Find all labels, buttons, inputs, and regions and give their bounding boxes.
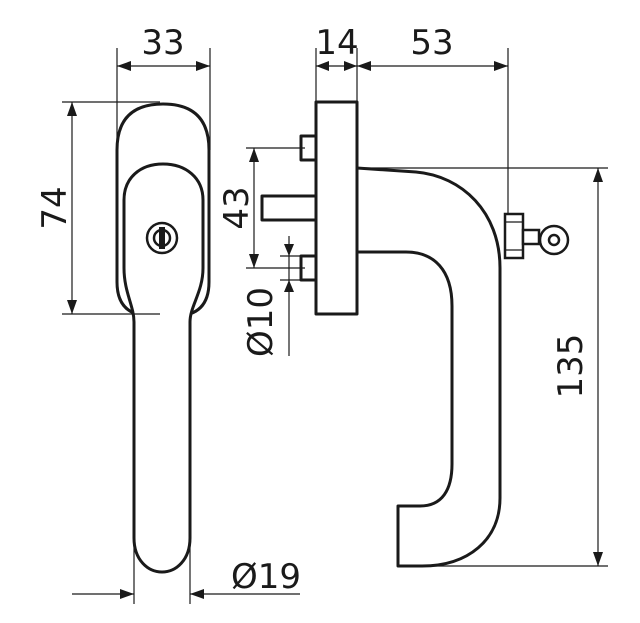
lock-cylinder-side-icon: [503, 212, 525, 260]
key-icon: [521, 224, 570, 256]
handle-lever-side: [355, 166, 502, 568]
dim-handle-length: 135: [551, 334, 591, 399]
base-plate-side: [314, 100, 359, 316]
dim-spindle-spacing: 43: [217, 186, 257, 229]
dim-handle-diameter: Ø19: [231, 557, 301, 597]
lock-cylinder-front-icon: [145, 221, 179, 255]
dimension-lines: [62, 48, 608, 604]
dim-rose-width: 33: [141, 23, 184, 63]
front-view: [115, 102, 211, 574]
handle-lever-front: [122, 162, 205, 574]
dim-base-thickness: 14: [315, 23, 358, 63]
dimension-labels: 33 14 53 74 43 Ø10 135 Ø19: [35, 23, 591, 597]
dim-rose-height: 74: [35, 186, 75, 229]
dim-spindle-diameter: Ø10: [241, 287, 281, 357]
dim-projection: 53: [410, 23, 453, 63]
side-view: [260, 100, 570, 568]
square-spindle: [260, 194, 321, 222]
